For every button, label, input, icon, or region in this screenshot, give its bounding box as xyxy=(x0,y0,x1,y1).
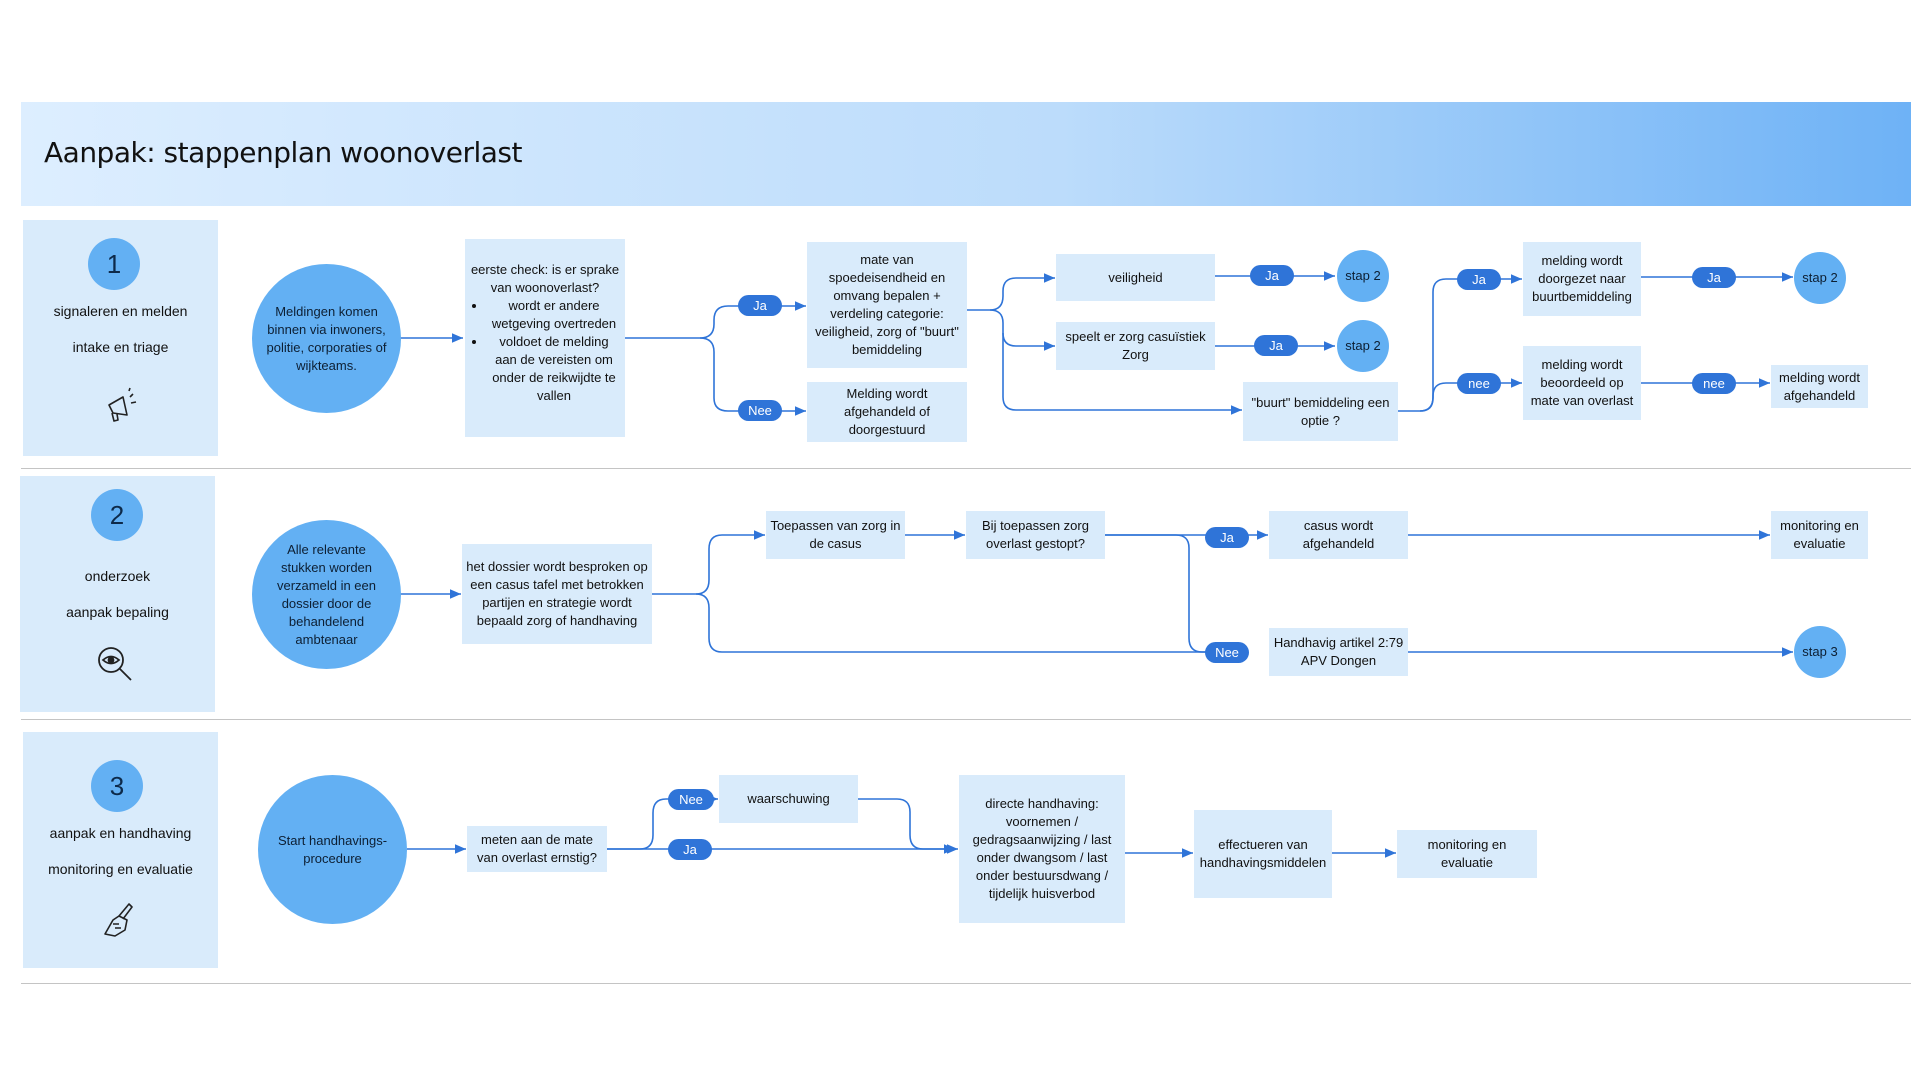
megaphone-icon xyxy=(108,387,137,422)
case-closed-box: casus wordt afgehandeld xyxy=(1269,511,1408,559)
step-label: monitoring en evaluatie xyxy=(48,861,193,877)
step-label: signaleren en melden xyxy=(53,303,188,319)
step-2-node: stap 2 xyxy=(1337,320,1389,372)
yes-pill: Ja xyxy=(1250,265,1294,286)
step-2-panel: 2 onderzoek aanpak bepaling xyxy=(20,476,215,712)
hand-pen-icon xyxy=(104,903,133,937)
no-pill: Nee xyxy=(668,789,714,810)
dossier-box: het dossier wordt besproken op een casus… xyxy=(462,544,652,644)
start-node: Start handhavings-procedure xyxy=(258,775,407,924)
assessed-box: melding wordt beoordeeld op mate van ove… xyxy=(1523,346,1641,420)
yes-pill: Ja xyxy=(1457,269,1501,290)
step-label: aanpak en handhaving xyxy=(49,825,192,841)
step-label: intake en triage xyxy=(72,339,169,355)
row-divider xyxy=(21,719,1911,720)
enforcement-box: Handhavig artikel 2:79 APV Dongen xyxy=(1269,628,1408,676)
handled-box: Melding wordt afgehandeld of doorgestuur… xyxy=(807,382,967,442)
monitoring-box: monitoring en evaluatie xyxy=(1771,511,1868,559)
yes-pill: Ja xyxy=(1254,335,1298,356)
warning-box: waarschuwing xyxy=(719,775,858,823)
check-bullet: voldoet de melding aan de vereisten om o… xyxy=(487,333,621,405)
step-2-node: stap 2 xyxy=(1337,250,1389,302)
no-pill: Nee xyxy=(1205,642,1249,663)
forwarded-box: melding wordt doorgezet naar buurtbemidd… xyxy=(1523,242,1641,316)
magnifier-eye-icon xyxy=(98,647,132,681)
no-pill: nee xyxy=(1457,373,1501,394)
care-box: speelt er zorg casuïstiek Zorg xyxy=(1056,322,1215,370)
step-number: 3 xyxy=(91,760,143,812)
safety-box: veiligheid xyxy=(1056,254,1215,301)
yes-pill: Ja xyxy=(1205,527,1249,548)
triage-box: mate van spoedeisendheid en omvang bepal… xyxy=(807,242,967,368)
check-box: eerste check: is er sprake van woonoverl… xyxy=(465,239,625,437)
start-node: Meldingen komen binnen via inwoners, pol… xyxy=(252,264,401,413)
yes-pill: Ja xyxy=(738,295,782,316)
step-2-node: stap 2 xyxy=(1794,252,1846,304)
step-3-node: stap 3 xyxy=(1794,626,1846,678)
step-label: aanpak bepaling xyxy=(66,604,169,620)
monitoring-box: monitoring en evaluatie xyxy=(1397,830,1537,878)
yes-pill: Ja xyxy=(668,839,712,860)
step-number: 2 xyxy=(91,489,143,541)
closed-box: melding wordt afgehandeld xyxy=(1771,365,1868,408)
check-title: eerste check: is er sprake van woonoverl… xyxy=(470,262,620,295)
row-divider xyxy=(21,468,1911,469)
severity-question-box: meten aan de mate van overlast ernstig? xyxy=(467,826,607,872)
direct-enforcement-box: directe handhaving: voornemen / gedragsa… xyxy=(959,775,1125,923)
page-title: Aanpak: stappenplan woonoverlast xyxy=(44,136,523,169)
stopped-question-box: Bij toepassen zorg overlast gestopt? xyxy=(966,511,1105,559)
care-apply-box: Toepassen van zorg in de casus xyxy=(766,511,905,559)
no-pill: nee xyxy=(1692,373,1736,394)
mediation-box: "buurt" bemiddeling een optie ? xyxy=(1243,382,1398,441)
effectuate-box: effectueren van handhavingsmiddelen xyxy=(1194,810,1332,898)
start-node: Alle relevante stukken worden verzameld … xyxy=(252,520,401,669)
row-divider xyxy=(21,983,1911,984)
check-bullet: wordt er andere wetgeving overtreden xyxy=(487,297,621,333)
header-banner: Aanpak: stappenplan woonoverlast xyxy=(21,102,1911,206)
step-label: onderzoek xyxy=(84,568,151,584)
step-3-panel: 3 aanpak en handhaving monitoring en eva… xyxy=(23,732,218,968)
step-number: 1 xyxy=(88,238,140,290)
step-1-panel: 1 signaleren en melden intake en triage xyxy=(23,220,218,456)
yes-pill: Ja xyxy=(1692,267,1736,288)
no-pill: Nee xyxy=(738,400,782,421)
